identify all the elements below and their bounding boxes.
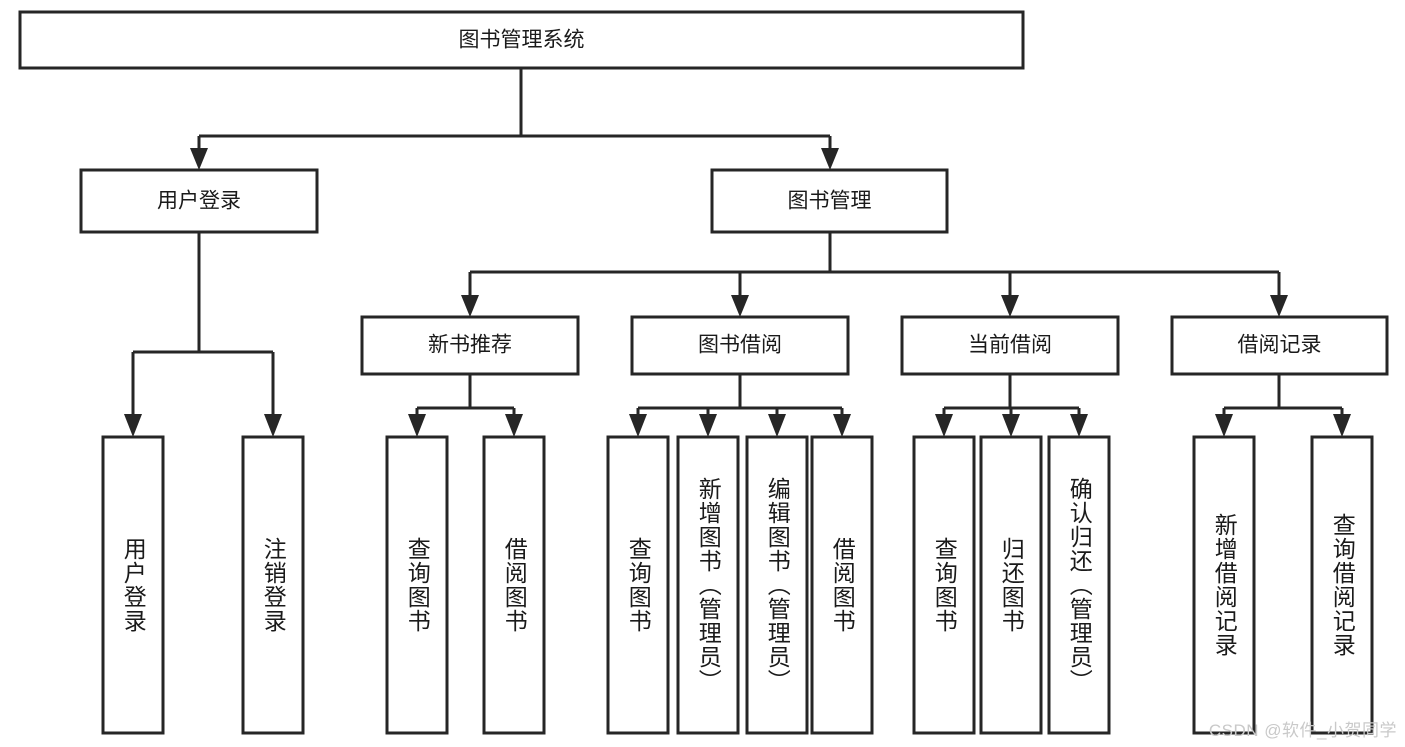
node-user-login-label: 用户登录 (157, 190, 241, 213)
node-root-label: 图书管理系统 (459, 29, 585, 52)
node-leaf-add-borrow-record-label: 新增借阅记录 (1211, 513, 1238, 657)
node-leaf-return-book[interactable]: 归还图书 (979, 435, 1043, 735)
node-leaf-query-book-recommend-box[interactable] (385, 435, 449, 735)
node-leaf-query-borrow-record-box[interactable] (1310, 435, 1374, 735)
node-leaf-query-book-borrow[interactable]: 查询图书 (606, 435, 670, 735)
node-leaf-edit-book-admin-box[interactable] (745, 435, 809, 735)
node-borrow-record-box[interactable] (1170, 315, 1389, 376)
node-leaf-borrow-book-label: 借阅图书 (829, 537, 856, 633)
arrow-head-leaf-return-book (1002, 414, 1020, 437)
arrow-head-new-book-recommend (461, 295, 479, 317)
arrow-head-leaf-add-borrow-record (1215, 414, 1233, 437)
arrow-head-user-login (190, 148, 208, 170)
arrow-head-leaf-logout (264, 414, 282, 437)
arrow-head-leaf-query-borrow-record (1333, 414, 1351, 437)
node-leaf-user-login[interactable]: 用户登录 (101, 435, 165, 735)
node-root-box[interactable] (18, 10, 1025, 70)
node-root[interactable]: 图书管理系统 (18, 10, 1025, 70)
node-leaf-borrow-book-recommend-label: 借阅图书 (501, 537, 528, 633)
node-leaf-add-book-admin[interactable]: 新增图书（管理员） (676, 435, 740, 735)
arrow-head-leaf-query-book-recommend (408, 414, 426, 437)
node-leaf-return-book-box[interactable] (979, 435, 1043, 735)
node-leaf-query-borrow-record[interactable]: 查询借阅记录 (1310, 435, 1374, 735)
csdn-watermark: CSDN @软件_小贺同学 (1208, 721, 1397, 740)
arrow-head-book-management (821, 148, 839, 170)
node-new-book-recommend[interactable]: 新书推荐 (360, 315, 580, 376)
arrow-head-leaf-query-book-borrow (629, 414, 647, 437)
node-leaf-query-book-borrow-label: 查询图书 (625, 537, 652, 633)
node-book-borrow-label: 图书借阅 (698, 334, 782, 357)
node-leaf-add-book-admin-box[interactable] (676, 435, 740, 735)
node-borrow-record-label: 借阅记录 (1238, 334, 1322, 357)
arrow-head-book-borrow (731, 295, 749, 317)
node-book-management-box[interactable] (710, 168, 949, 234)
node-new-book-recommend-box[interactable] (360, 315, 580, 376)
arrow-head-leaf-user-login (124, 414, 142, 437)
node-book-management-label: 图书管理 (788, 190, 872, 213)
node-current-borrow[interactable]: 当前借阅 (900, 315, 1120, 376)
node-leaf-user-login-label: 用户登录 (120, 537, 147, 633)
node-leaf-query-book-recommend-label: 查询图书 (404, 537, 431, 633)
node-leaf-query-book-recommend[interactable]: 查询图书 (385, 435, 449, 735)
node-leaf-return-book-label: 归还图书 (998, 537, 1025, 633)
node-leaf-logout-box[interactable] (241, 435, 305, 735)
node-leaf-user-login-box[interactable] (101, 435, 165, 735)
arrow-head-borrow-record (1270, 295, 1288, 317)
node-leaf-borrow-book-recommend[interactable]: 借阅图书 (482, 435, 546, 735)
arrow-head-leaf-edit-book-admin (768, 414, 786, 437)
node-borrow-record[interactable]: 借阅记录 (1170, 315, 1389, 376)
node-leaf-borrow-book-recommend-box[interactable] (482, 435, 546, 735)
node-leaf-confirm-return-admin-box[interactable] (1047, 435, 1111, 735)
node-leaf-query-book-current[interactable]: 查询图书 (912, 435, 976, 735)
node-current-borrow-label: 当前借阅 (968, 334, 1052, 357)
node-book-borrow[interactable]: 图书借阅 (630, 315, 850, 376)
arrow-head-current-borrow (1001, 295, 1019, 317)
node-leaf-confirm-return-admin[interactable]: 确认归还（管理员） (1047, 435, 1111, 735)
node-leaf-query-borrow-record-label: 查询借阅记录 (1329, 513, 1356, 657)
leaf-layer: 用户登录 注销登录 查询图书 (101, 435, 1374, 735)
arrow-head-leaf-confirm-return-admin (1070, 414, 1088, 437)
arrow-head-leaf-query-book-current (935, 414, 953, 437)
node-leaf-logout-label: 注销登录 (260, 537, 287, 633)
node-leaf-confirm-return-admin-label: 确认归还（管理员） (1066, 477, 1093, 693)
arrow-head-leaf-borrow-book (833, 414, 851, 437)
node-leaf-add-borrow-record[interactable]: 新增借阅记录 (1192, 435, 1256, 735)
arrow-head-leaf-borrow-book-recommend (505, 414, 523, 437)
node-leaf-edit-book-admin-label: 编辑图书（管理员） (764, 477, 791, 693)
node-user-login[interactable]: 用户登录 (79, 168, 319, 234)
node-leaf-query-book-borrow-box[interactable] (606, 435, 670, 735)
connector-layer (124, 68, 1351, 437)
node-book-borrow-box[interactable] (630, 315, 850, 376)
arrow-head-leaf-add-book-admin (699, 414, 717, 437)
node-book-management[interactable]: 图书管理 (710, 168, 949, 234)
node-leaf-add-borrow-record-box[interactable] (1192, 435, 1256, 735)
node-user-login-box[interactable] (79, 168, 319, 234)
node-leaf-logout[interactable]: 注销登录 (241, 435, 305, 735)
node-leaf-borrow-book[interactable]: 借阅图书 (810, 435, 874, 735)
node-leaf-edit-book-admin[interactable]: 编辑图书（管理员） (745, 435, 809, 735)
node-leaf-query-book-current-box[interactable] (912, 435, 976, 735)
node-new-book-recommend-label: 新书推荐 (428, 334, 512, 357)
node-leaf-query-book-current-label: 查询图书 (931, 537, 958, 633)
node-leaf-borrow-book-box[interactable] (810, 435, 874, 735)
node-current-borrow-box[interactable] (900, 315, 1120, 376)
node-leaf-add-book-admin-label: 新增图书（管理员） (695, 477, 722, 693)
